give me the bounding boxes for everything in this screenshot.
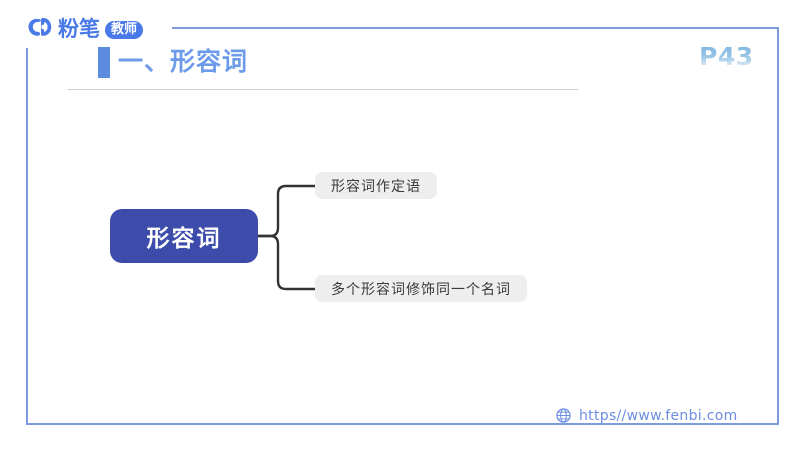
frame-border-bottom <box>26 423 779 425</box>
mindmap-branch-node-2[interactable]: 多个形容词修饰同一个名词 <box>315 275 527 302</box>
title-divider <box>68 89 578 90</box>
frame-border-left <box>26 48 28 425</box>
mindmap-root-node[interactable]: 形容词 <box>110 209 258 263</box>
mindmap-branch-node-1[interactable]: 形容词作定语 <box>315 172 437 199</box>
frame-border-top <box>172 27 779 29</box>
frame-border-right <box>777 27 779 425</box>
brand-badge-teacher: 教师 <box>105 21 144 39</box>
footer-url[interactable]: https//www.fenbi.com <box>579 407 738 424</box>
globe-icon <box>556 408 571 423</box>
brand-wordmark: 粉笔 <box>58 16 100 41</box>
page-number: P43 <box>699 42 754 71</box>
footer: https//www.fenbi.com <box>556 408 738 423</box>
brand-logo: 粉笔 教师 <box>26 13 144 43</box>
page-title: 一、形容词 <box>118 47 249 76</box>
title-accent-bar <box>98 47 110 78</box>
fenbi-fb-logo-icon <box>28 17 52 36</box>
